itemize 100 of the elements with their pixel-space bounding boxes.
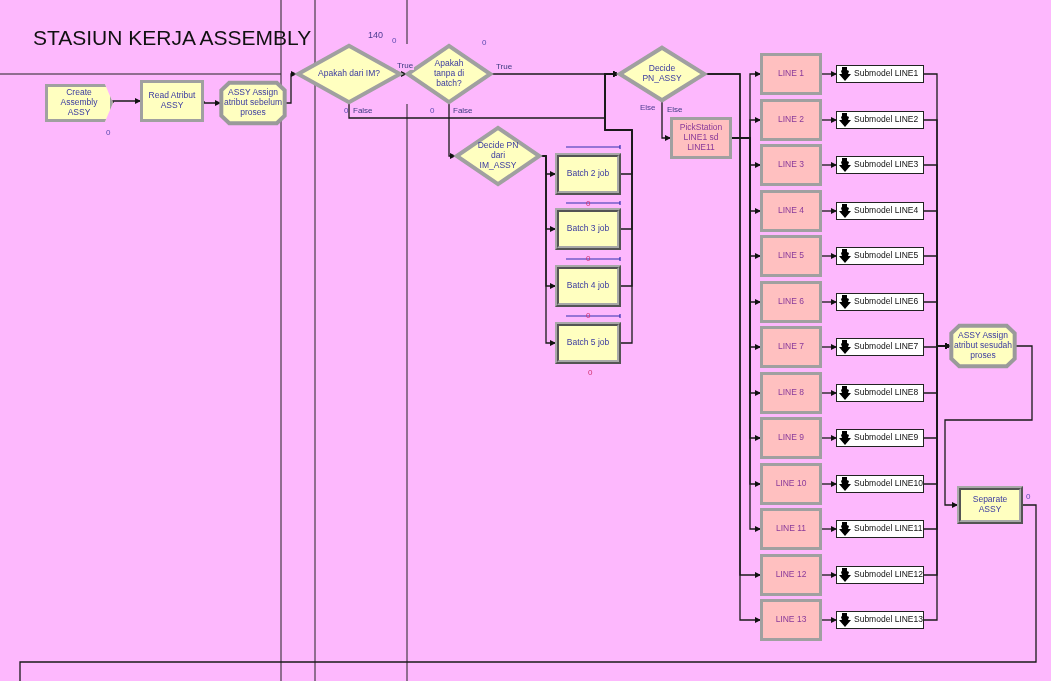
connector-arrow bbox=[448, 103, 456, 159]
connector-arrow bbox=[821, 344, 837, 350]
module-label: Create Assembly ASSY bbox=[59, 88, 99, 118]
connector-arrow bbox=[203, 100, 221, 106]
module-label: Batch 5 job bbox=[566, 338, 610, 348]
submodel-box bbox=[836, 384, 924, 402]
module-label: LINE 3 bbox=[778, 160, 804, 170]
process-module bbox=[140, 80, 204, 122]
connector-arrow bbox=[821, 526, 837, 532]
module-label: Batch 3 job bbox=[566, 224, 610, 234]
connector-arrow bbox=[821, 71, 837, 77]
module-label: LINE 11 bbox=[775, 524, 807, 534]
counter-value: 0 bbox=[482, 38, 487, 47]
submodel-box bbox=[836, 202, 924, 220]
connector-arrow bbox=[821, 253, 837, 259]
connector-arrow bbox=[821, 481, 837, 487]
module-label: Submodel LINE4 bbox=[854, 206, 919, 216]
line-module bbox=[760, 508, 822, 550]
decision-diamond bbox=[455, 126, 541, 186]
submodel-box bbox=[836, 338, 924, 356]
connector-arrow bbox=[661, 101, 671, 141]
connector-arrow bbox=[821, 572, 837, 578]
module-label: LINE 8 bbox=[778, 388, 804, 398]
line-module bbox=[760, 554, 822, 596]
connector-arrow bbox=[821, 299, 837, 305]
submodel-box bbox=[836, 65, 924, 83]
submodel-box bbox=[836, 611, 924, 629]
batch-module bbox=[555, 265, 621, 307]
line-module bbox=[760, 463, 822, 505]
connector-arrow bbox=[944, 345, 1033, 508]
connector-arrow bbox=[821, 117, 837, 123]
diagram-title: STASIUN KERJA ASSEMBLY bbox=[33, 26, 312, 50]
module-label: Batch 4 job bbox=[566, 281, 610, 291]
line-module bbox=[760, 372, 822, 414]
module-label: Separate ASSY bbox=[971, 495, 1009, 515]
connector-arrow bbox=[112, 98, 141, 104]
module-label: LINE 1 bbox=[778, 69, 804, 79]
line-module bbox=[760, 281, 822, 323]
module-label: PickStation LINE1 sd LINE11 bbox=[678, 123, 724, 153]
module-label: LINE 2 bbox=[778, 115, 804, 125]
module-label: Submodel LINE11 bbox=[854, 524, 923, 534]
submodel-box bbox=[836, 156, 924, 174]
line-module bbox=[760, 417, 822, 459]
module-label: Apakah tanpa di batch? bbox=[432, 59, 466, 89]
connector-arrow bbox=[285, 71, 297, 104]
module-label: Decide PN dari IM_ASSY bbox=[476, 141, 520, 171]
module-label: LINE 10 bbox=[775, 479, 807, 489]
counter-value: 0 bbox=[392, 36, 397, 45]
submodel-box bbox=[836, 475, 924, 493]
connector-arrow bbox=[923, 343, 951, 621]
submodel-box bbox=[836, 520, 924, 538]
module-label: LINE 4 bbox=[778, 206, 804, 216]
counter-value: 0 bbox=[586, 199, 591, 208]
module-label: LINE 12 bbox=[775, 570, 807, 580]
line-module bbox=[760, 235, 822, 277]
module-label: ASSY Assign atribut sesudah proses bbox=[953, 331, 1013, 361]
submodel-box bbox=[836, 111, 924, 129]
module-label: Decide PN_ASSY bbox=[641, 64, 683, 84]
module-label: LINE 6 bbox=[778, 297, 804, 307]
module-label: Submodel LINE10 bbox=[854, 479, 923, 489]
module-label: Read Atribut ASSY bbox=[147, 91, 197, 111]
line-module bbox=[760, 53, 822, 95]
module-label: Submodel LINE1 bbox=[854, 69, 919, 79]
connector-arrow bbox=[821, 208, 837, 214]
connector-arrow bbox=[821, 390, 837, 396]
batch-module bbox=[555, 153, 621, 195]
assign-module bbox=[950, 325, 1016, 367]
batch-module bbox=[555, 208, 621, 250]
module-label: Submodel LINE13 bbox=[854, 615, 923, 625]
submodel-box bbox=[836, 566, 924, 584]
line-module bbox=[760, 144, 822, 186]
decision-diamond bbox=[618, 46, 706, 102]
connector-arrow bbox=[821, 435, 837, 441]
counter-value: 0 bbox=[344, 106, 349, 115]
annotation-text: Else bbox=[640, 103, 656, 112]
module-label: Submodel LINE12 bbox=[854, 570, 923, 580]
module-label: Submodel LINE3 bbox=[854, 160, 919, 170]
line-module bbox=[760, 326, 822, 368]
module-label: Apakah dari IM? bbox=[318, 69, 380, 79]
edge-label: True bbox=[396, 62, 415, 70]
submodel-box bbox=[836, 429, 924, 447]
module-label: LINE 9 bbox=[778, 433, 804, 443]
connector-arrow bbox=[821, 162, 837, 168]
module-label: Submodel LINE9 bbox=[854, 433, 919, 443]
connector-arrow bbox=[604, 71, 633, 344]
counter-value: 0 bbox=[106, 128, 111, 137]
counter-value: 0 bbox=[430, 106, 435, 115]
line-module bbox=[760, 599, 822, 641]
module-label: Submodel LINE8 bbox=[854, 388, 919, 398]
create-module bbox=[45, 84, 113, 122]
line-module bbox=[760, 190, 822, 232]
batch-module bbox=[555, 322, 621, 364]
counter-value: 0 bbox=[1026, 492, 1031, 501]
station-module bbox=[670, 117, 732, 159]
edge-label: Else bbox=[666, 106, 684, 114]
edge-label: False bbox=[452, 107, 474, 115]
module-label: LINE 7 bbox=[778, 342, 804, 352]
module-label: Batch 2 job bbox=[566, 169, 610, 179]
module-label: Submodel LINE2 bbox=[854, 115, 919, 125]
module-label: Submodel LINE5 bbox=[854, 251, 919, 261]
